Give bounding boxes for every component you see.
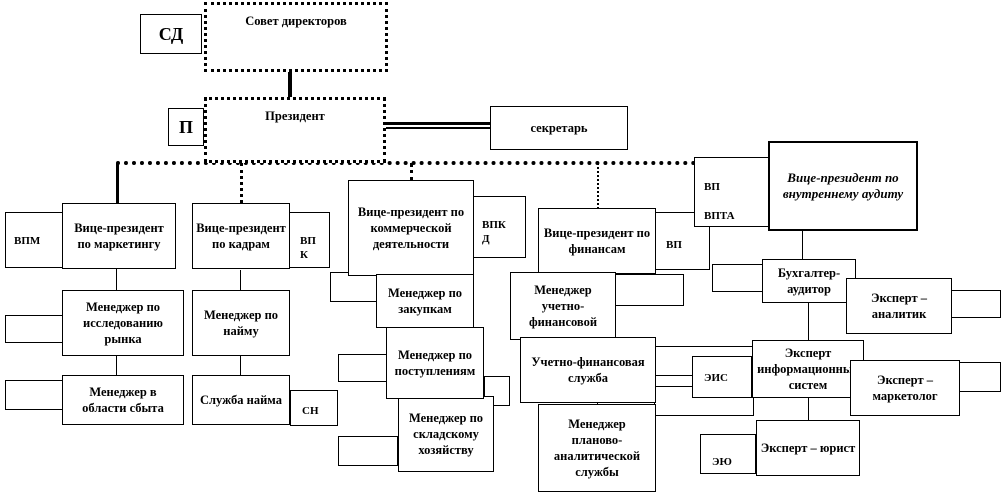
connector-president-secretary-2 <box>386 127 490 129</box>
manager-receiving: Менеджер по поступлениям <box>386 327 484 399</box>
connector-research-sales <box>116 355 117 375</box>
manager-accounting: Менеджер учетно-финансовой <box>510 272 616 340</box>
placeholder-box <box>5 380 65 410</box>
connector-bus-vp-finance <box>597 163 599 209</box>
accounting-service: Учетно-финансовая служба <box>520 337 656 403</box>
connector-bus-vp-marketing <box>116 163 119 203</box>
connector-bus-vp-hr <box>240 163 243 203</box>
tag-sn: СН <box>302 405 319 417</box>
connector-board-president <box>288 66 292 98</box>
side-tag-box-vpm <box>5 212 65 268</box>
tag-vp-top: ВП <box>704 181 720 193</box>
side-tag-box-sn <box>290 390 338 426</box>
tag-p: П <box>168 108 204 146</box>
manager-sales: Менеджер в области сбыта <box>62 375 184 425</box>
connector-expert-is-lawyer <box>808 398 809 420</box>
vp-marketing: Вице-президент по маркетингу <box>62 203 176 269</box>
tag-vpm: ВПМ <box>14 235 41 247</box>
placeholder-box <box>614 274 684 306</box>
tag-vpta: ВПТА <box>704 210 735 222</box>
expert-information-systems: Эксперт информационных систем <box>752 340 864 398</box>
connector-bus-vp-commerce <box>410 163 413 181</box>
connector-vphr-hiring <box>240 270 241 290</box>
vp-hr: Вице-президент по кадрам <box>192 203 290 269</box>
vp-internal-audit: Вице-президент по внутреннему аудиту <box>768 141 918 231</box>
side-tag-box-eis <box>692 356 752 398</box>
manager-hiring: Менеджер по найму <box>192 290 290 356</box>
manager-warehouse: Менеджер по складскому хозяйству <box>398 396 494 472</box>
secretary: секретарь <box>490 106 628 150</box>
tag-vpk: ВП К <box>300 235 316 261</box>
expert-lawyer: Эксперт – юрист <box>756 420 860 476</box>
placeholder-box <box>338 354 388 382</box>
manager-purchasing: Менеджер по закупкам <box>376 274 474 328</box>
side-tag-box-eyu <box>700 434 756 474</box>
tag-eis: ЭИС <box>704 372 728 384</box>
connector-president-secretary <box>386 122 490 125</box>
connector-auditor-expert-is <box>808 302 809 340</box>
connector-hiring-service <box>240 355 241 375</box>
tag-eyu: ЭЮ <box>712 456 732 468</box>
vp-finance: Вице-президент по финансам <box>538 208 656 274</box>
hiring-service: Служба найма <box>192 375 290 425</box>
tag-sd: СД <box>140 14 202 54</box>
placeholder-box <box>946 290 1001 318</box>
connector-vpm-research <box>116 268 117 290</box>
president: Президент <box>204 97 386 163</box>
connector-main-dotted-bus <box>116 161 696 165</box>
side-tag-box-vpk <box>288 212 330 268</box>
placeholder-box <box>330 272 378 302</box>
tag-vp-finance: ВП <box>666 239 682 251</box>
tag-vpkd: ВПК Д <box>482 219 506 245</box>
placeholder-box <box>5 315 65 343</box>
manager-market-research: Менеджер по исследованию рынка <box>62 290 184 356</box>
expert-analyst: Эксперт – аналитик <box>846 278 952 334</box>
manager-planning-analytics: Менеджер планово-аналитической службы <box>538 404 656 492</box>
connector-vpa-auditor <box>802 231 803 259</box>
expert-marketing: Эксперт – маркетолог <box>850 360 960 416</box>
board-of-directors: Совет директоров <box>204 2 388 72</box>
auditor: Бухгалтер-аудитор <box>762 259 856 303</box>
placeholder-box <box>338 436 398 466</box>
vp-commerce: Вице-президент по коммерческой деятельно… <box>348 180 474 276</box>
